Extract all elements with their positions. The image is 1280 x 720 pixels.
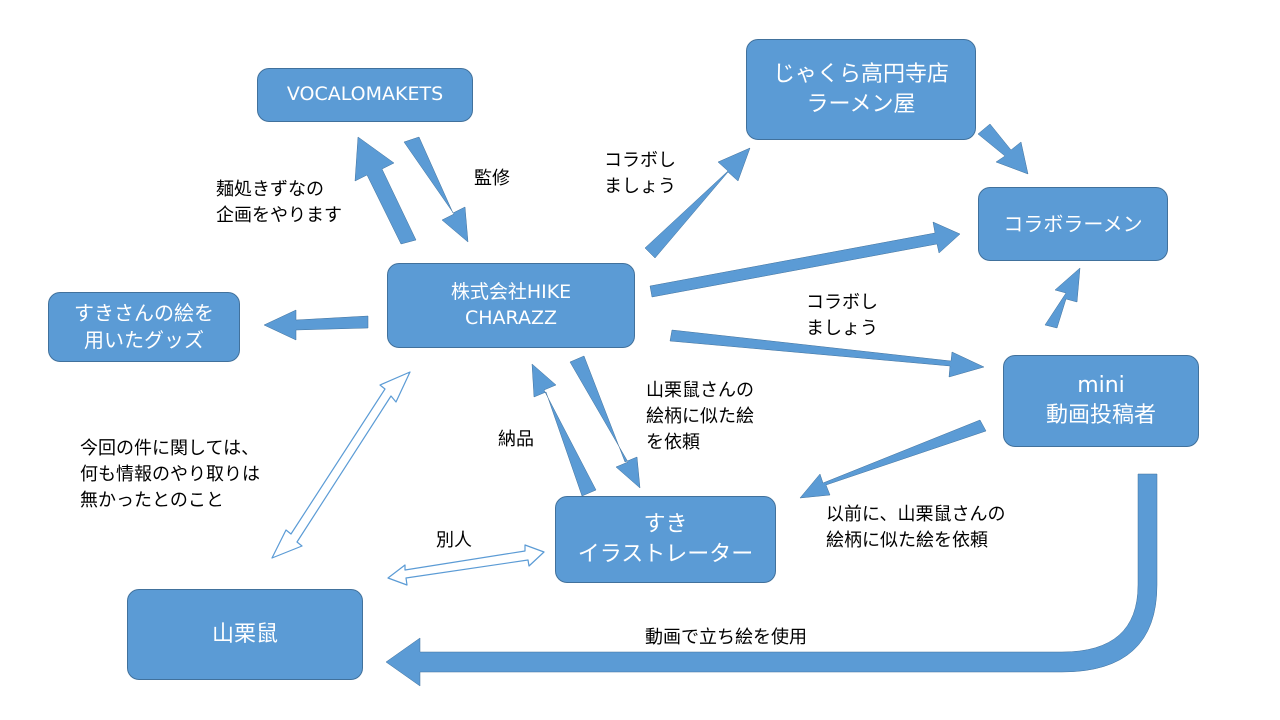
node-vocalomakets: VOCALOMAKETS	[257, 68, 473, 122]
arrow-ramen-shop-to-collab-ramen	[977, 123, 1029, 175]
arrow-hike-to-goods	[263, 309, 369, 341]
node-collab-ramen: コラボラーメン	[978, 187, 1168, 261]
outline-arrow-hike-yamaguri	[271, 371, 411, 559]
label-collab-top: コラボし ましょう	[604, 148, 676, 200]
label-video-use-line1: 動画で立ち絵を使用	[645, 627, 807, 648]
node-goods-line2: 用いたグッズ	[84, 328, 204, 352]
arrow-hike-to-collab-ramen	[649, 221, 961, 298]
node-ramen-shop-line2: ラーメン屋	[806, 91, 916, 117]
label-supervise-line1: 監修	[474, 168, 510, 189]
node-yamaguri: 山栗鼠	[127, 589, 363, 680]
label-no-exchange-line2: 何も情報のやり取りは	[80, 464, 260, 486]
label-collab-top-line1: コラボし	[604, 150, 676, 171]
node-ramen-shop: じゃくら高円寺店 ラーメン屋	[746, 39, 976, 140]
label-supervise: 監修	[474, 166, 510, 192]
label-collab-mid-line1: コラボし	[806, 292, 878, 313]
arrow-hike-to-mini	[669, 329, 985, 378]
node-suki-line2: イラストレーター	[577, 541, 754, 567]
label-collab-mid-line2: ましょう	[806, 318, 878, 340]
label-video-use: 動画で立ち絵を使用	[645, 625, 807, 651]
node-hike-charazz: 株式会社HIKE CHARAZZ	[387, 263, 635, 348]
label-previous-request-line1: 以前に、山栗鼠さんの	[826, 504, 1006, 525]
label-plan-line2: 企画をやります	[216, 205, 342, 227]
node-collab-ramen-label: コラボラーメン	[1003, 211, 1143, 236]
label-plan-line1: 麺処きずなの	[216, 179, 324, 200]
outline-arrow-suki-yamaguri	[387, 544, 545, 586]
arrow-mini-to-suki	[799, 419, 987, 499]
label-previous-request: 以前に、山栗鼠さんの 絵柄に似た絵を依頼	[826, 502, 1005, 554]
node-mini-line1: mini	[1077, 373, 1125, 399]
node-goods: すきさんの絵を 用いたグッズ	[48, 292, 240, 362]
node-vocalomakets-label: VOCALOMAKETS	[286, 83, 444, 106]
node-hike-label-line1: 株式会社HIKE	[450, 280, 572, 303]
node-suki-line1: すき	[643, 511, 688, 537]
label-delivery: 納品	[498, 427, 534, 453]
label-no-exchange: 今回の件に関しては、 何も情報のやり取りは 無かったとのこと	[80, 436, 260, 514]
arrow-mini-to-collab-ramen	[1044, 267, 1081, 329]
label-request-line3: を依頼	[646, 432, 700, 454]
node-mini-line2: 動画投稿者	[1045, 403, 1156, 428]
arrow-vocalomakets-to-hike	[403, 136, 469, 243]
label-collab-top-line2: ましょう	[604, 176, 676, 198]
label-request: 山栗鼠さんの 絵柄に似た絵 を依頼	[646, 378, 754, 456]
node-suki-illustrator: すき イラストレーター	[555, 496, 776, 583]
arrow-suki-to-hike	[531, 363, 597, 497]
label-different-person-line1: 別人	[436, 530, 472, 551]
node-ramen-shop-line1: じゃくら高円寺店	[772, 61, 949, 87]
label-no-exchange-line3: 無かったとのこと	[80, 490, 224, 512]
node-yamaguri-label: 山栗鼠	[211, 621, 278, 647]
label-collab-mid: コラボし ましょう	[806, 290, 878, 342]
label-request-line2: 絵柄に似た絵	[646, 406, 754, 428]
node-hike-label-line2: CHARAZZ	[464, 306, 557, 329]
label-previous-request-line2: 絵柄に似た絵を依頼	[826, 530, 988, 552]
arrow-hike-to-suki	[569, 355, 641, 489]
label-delivery-line1: 納品	[498, 429, 534, 450]
node-mini-video-poster: mini 動画投稿者	[1003, 355, 1199, 447]
label-request-line1: 山栗鼠さんの	[646, 380, 754, 401]
arrow-mini-to-yamaguri	[385, 473, 1158, 687]
label-plan: 麺処きずなの 企画をやります	[216, 177, 342, 229]
node-goods-line1: すきさんの絵を	[74, 301, 214, 325]
label-no-exchange-line1: 今回の件に関しては、	[80, 438, 260, 459]
arrow-hike-to-ramen-shop	[644, 147, 751, 259]
label-different-person: 別人	[436, 528, 472, 554]
arrow-hike-to-vocalomakets	[354, 136, 417, 245]
